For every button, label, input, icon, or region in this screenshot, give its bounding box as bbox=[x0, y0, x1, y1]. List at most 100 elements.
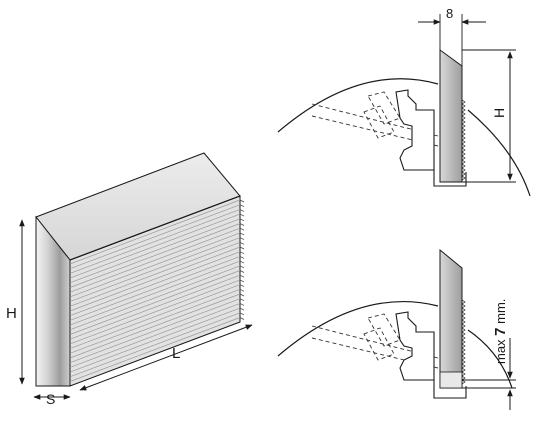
lamella-tooth bbox=[239, 288, 245, 292]
bottom-blade-serration bbox=[461, 299, 466, 385]
serration-tooth bbox=[461, 159, 466, 165]
serration-tooth bbox=[461, 343, 466, 349]
lamella-tooth bbox=[239, 303, 245, 306]
serration-tooth bbox=[461, 335, 466, 341]
lamella-line bbox=[69, 199, 241, 265]
lamella-tooth bbox=[239, 232, 245, 236]
serration-tooth bbox=[461, 147, 466, 153]
height-label: H bbox=[6, 305, 17, 322]
serration-tooth bbox=[461, 375, 466, 381]
serration-tooth bbox=[461, 143, 466, 149]
lamella-tooth bbox=[239, 241, 245, 245]
bottom-blade bbox=[439, 248, 463, 389]
top-blade-holder bbox=[395, 89, 435, 171]
length-dimension: L bbox=[79, 324, 253, 391]
lamella-tooth bbox=[239, 218, 245, 222]
serration-tooth bbox=[461, 323, 466, 329]
lamella-tooth bbox=[239, 223, 245, 226]
lamella-line bbox=[69, 241, 241, 307]
bottom-mounting-detail: max 7 mm. bbox=[277, 248, 516, 410]
lamella-tooth bbox=[239, 312, 245, 316]
serration-tooth bbox=[461, 151, 466, 157]
lamella-line bbox=[69, 232, 241, 298]
top-blade bbox=[439, 49, 463, 183]
blade-height-label: H bbox=[491, 108, 507, 118]
serration-tooth bbox=[461, 163, 466, 169]
width-dimension-label: 8 bbox=[446, 6, 453, 21]
serration-tooth bbox=[461, 339, 466, 345]
serration-tooth bbox=[461, 167, 466, 173]
serration-tooth bbox=[461, 307, 466, 313]
serration-tooth bbox=[461, 123, 466, 129]
serration-tooth bbox=[461, 371, 466, 377]
lamella-tooth bbox=[239, 265, 245, 269]
lamella-tooth bbox=[239, 284, 245, 287]
cutter-head-arc bbox=[277, 78, 439, 133]
serration-tooth bbox=[461, 99, 466, 105]
serration-tooth bbox=[461, 327, 466, 333]
serration-tooth bbox=[461, 359, 466, 365]
length-label: L bbox=[172, 345, 180, 362]
lamella-line bbox=[69, 223, 241, 288]
max-protrusion-label: max 7 mm. bbox=[492, 299, 509, 364]
serration-tooth bbox=[461, 103, 466, 109]
lamella-tooth bbox=[239, 213, 245, 217]
top-mounting-detail: 8 H bbox=[277, 6, 531, 197]
top-blade-serration bbox=[461, 99, 466, 181]
serration-tooth bbox=[461, 319, 466, 325]
lamella-line bbox=[69, 260, 241, 326]
serration-tooth bbox=[461, 135, 466, 141]
lamella-tooth bbox=[239, 246, 245, 250]
serration-tooth bbox=[461, 139, 466, 145]
max-unit: mm. bbox=[493, 299, 508, 328]
serration-tooth bbox=[461, 315, 466, 321]
bottom-blade-holder bbox=[395, 311, 435, 381]
lamella-line bbox=[69, 251, 241, 317]
serration-tooth bbox=[461, 127, 466, 133]
lamella-tooth bbox=[239, 227, 245, 231]
serration-tooth bbox=[461, 363, 466, 369]
lamella-line bbox=[69, 218, 241, 284]
height-dimension: H bbox=[6, 219, 25, 385]
lamella-tooth bbox=[239, 279, 245, 283]
max-prefix: max bbox=[493, 336, 508, 364]
lamella-tooth bbox=[239, 298, 245, 302]
serration-tooth bbox=[461, 331, 466, 337]
thickness-dimension: S bbox=[33, 391, 71, 407]
lamella-tooth bbox=[239, 317, 245, 320]
lamella-line bbox=[69, 246, 241, 312]
serration-tooth bbox=[461, 379, 466, 385]
lamella-line bbox=[69, 213, 241, 279]
cutter-head-arc-bottom bbox=[277, 300, 439, 357]
serration-tooth bbox=[461, 107, 466, 113]
lamella-line bbox=[69, 256, 241, 321]
lamella-tooth bbox=[239, 260, 245, 264]
lamella-line bbox=[69, 209, 241, 274]
serration-tooth bbox=[461, 171, 466, 177]
serration-tooth bbox=[461, 119, 466, 125]
lamella-tooth bbox=[239, 270, 245, 273]
serration-tooth bbox=[461, 175, 466, 181]
lamella-tooth bbox=[239, 199, 245, 203]
lamella-line bbox=[69, 227, 241, 293]
lamella-tooth bbox=[239, 274, 245, 278]
serration-tooth bbox=[461, 111, 466, 117]
blade-block bbox=[35, 152, 245, 387]
lamella-tooth bbox=[239, 204, 245, 208]
serration-tooth bbox=[461, 351, 466, 357]
max-value: 7 bbox=[492, 327, 509, 335]
lamella-line bbox=[69, 237, 241, 302]
lamella-tooth bbox=[239, 251, 245, 255]
serration-tooth bbox=[461, 347, 466, 353]
lamella-line bbox=[69, 270, 241, 335]
lamella-tooth bbox=[239, 256, 245, 259]
lamella-tooth bbox=[239, 237, 245, 240]
thickness-label: S bbox=[46, 391, 55, 407]
lamella-line bbox=[69, 204, 241, 270]
serration-tooth bbox=[461, 115, 466, 121]
serration-tooth bbox=[461, 299, 466, 305]
lamella-line bbox=[69, 265, 241, 331]
lamella-tooth bbox=[239, 293, 245, 297]
